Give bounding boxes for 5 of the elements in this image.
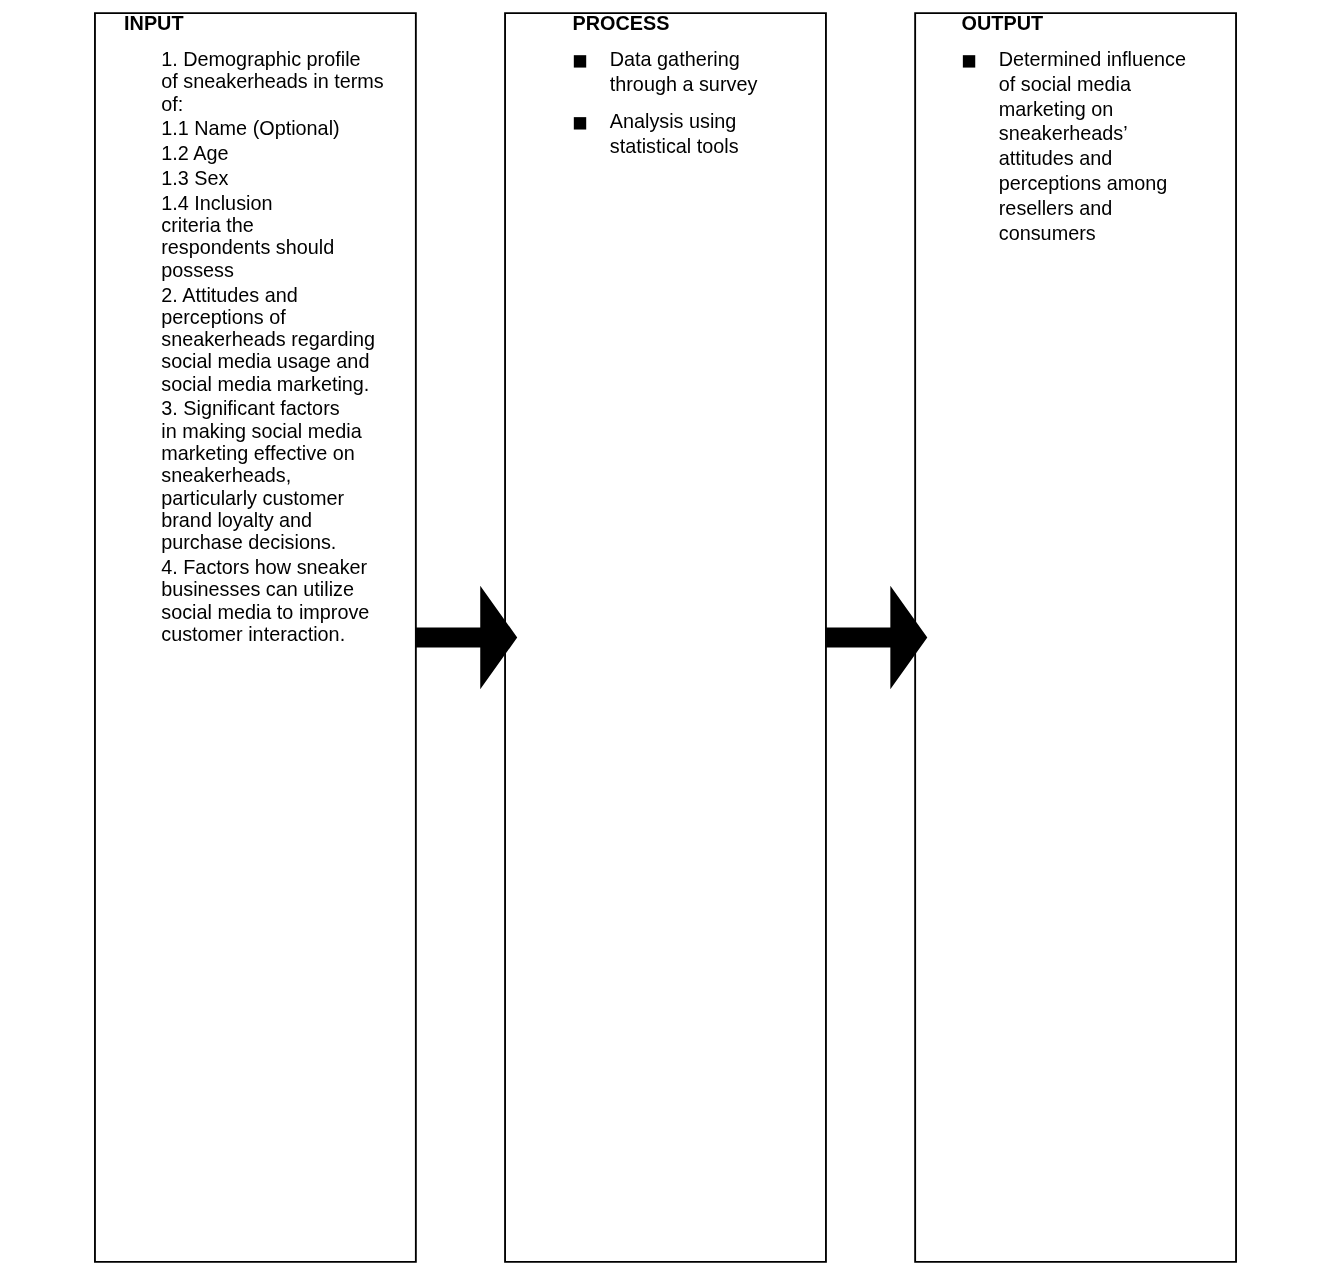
node-box: INPUT 1. Demographic profile of sneakerheads in terms of: 1.1 Name (Optional) 1.2 Age 1.3 Sex 1.4 Inclusion criteria the respondents should possess 2. Attitudes and perceptions of sneakerheads regarding social media usage and social media marketing. 3. Significant factors in making social media marketing effective on sneakerheads, particularly customer brand loyalty and purchase decisions. 4. Factors how sneaker businesses can utilize social media to improve customer interaction. (94, 12, 417, 1263)
arrow (826, 585, 928, 690)
node-box: PROCESS Data gathering through a survey Analysis using statistical tools (504, 12, 827, 1263)
node-box: OUTPUT Determined influence of social media marketing on sneakerheads’ attitudes and perceptions among resellers and consumers (914, 12, 1237, 1263)
arrow (416, 585, 518, 690)
